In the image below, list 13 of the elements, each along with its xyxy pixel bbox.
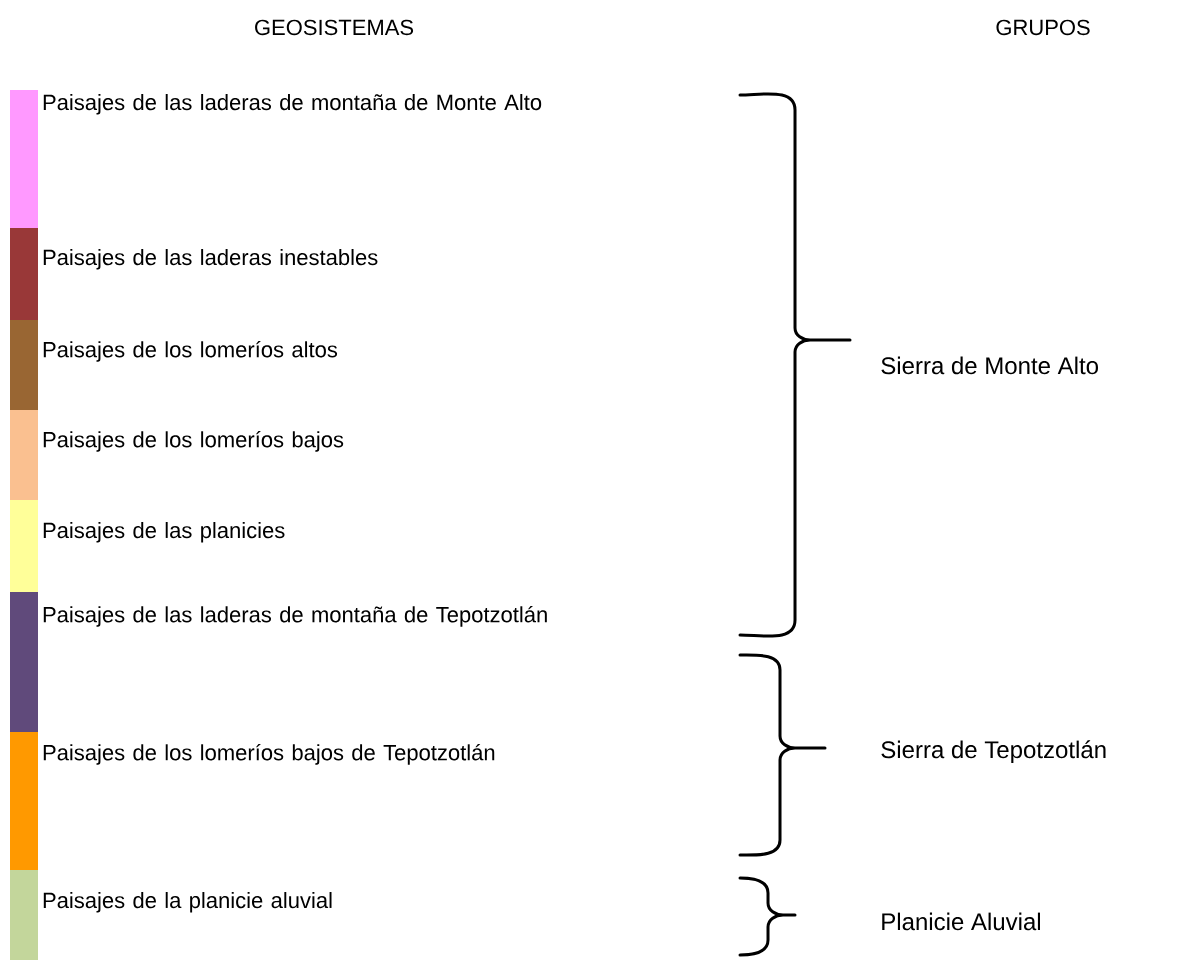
legend-label: Paisajes de las laderas de montaña de Monte Alto — [43, 94, 542, 115]
legend-label: Paisajes de la planicie aluvial — [43, 892, 332, 913]
group-label: Sierra de Tepotzotlán — [881, 740, 1106, 763]
column-heading: GEOSISTEMAS — [255, 19, 414, 36]
legend-label: Paisajes de los lomeríos altos — [43, 341, 338, 362]
column-heading: GRUPOS — [996, 19, 1090, 36]
group-label: Sierra de Monte Alto — [881, 356, 1098, 375]
legend-label: Paisajes de los lomeríos bajos de Tepotzotlán — [43, 744, 495, 765]
legend-label: Paisajes de las laderas inestables — [43, 249, 378, 270]
legend-label: Paisajes de las planicies — [43, 522, 285, 543]
group-label: Planicie Aluvial — [882, 912, 1041, 931]
legend-label: Paisajes de las laderas de montaña de Tepotzotlán — [43, 606, 547, 627]
legend-label: Paisajes de los lomeríos bajos — [43, 431, 344, 452]
